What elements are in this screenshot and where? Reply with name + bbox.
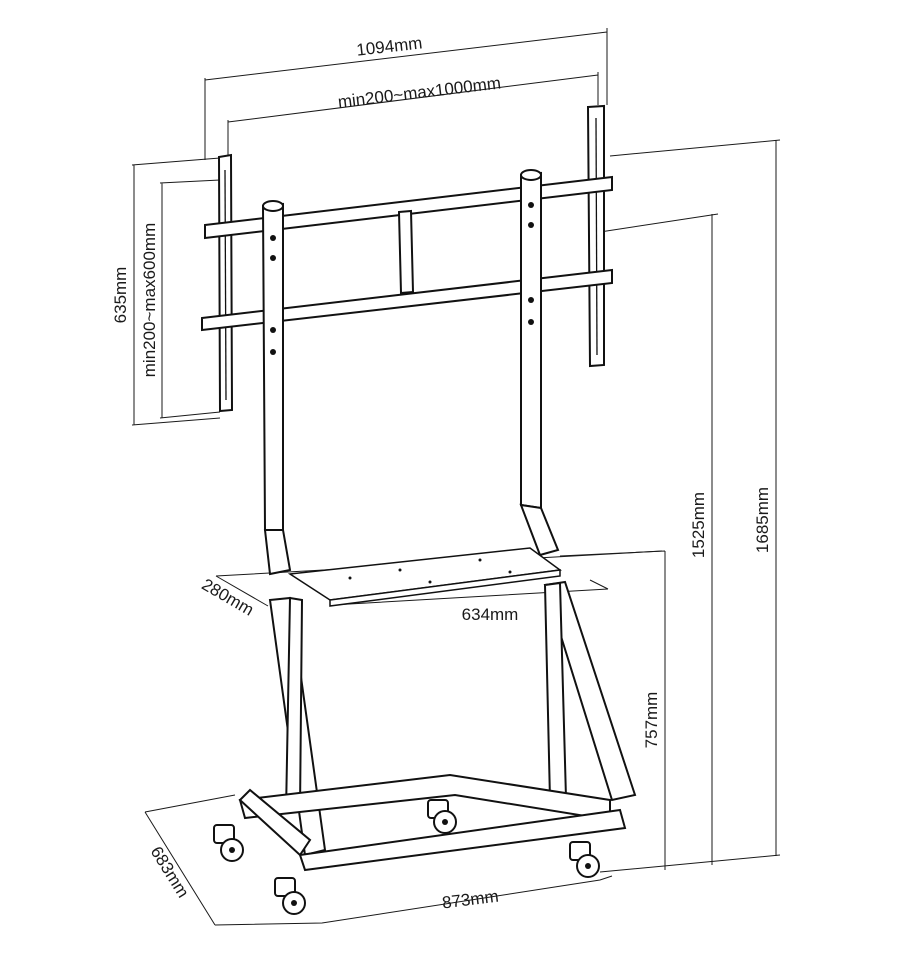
caster-wheel-right [569,841,600,878]
vesa-horizontal-label: min200~max1000mm [337,73,502,111]
caster-wheel-front-left [274,877,306,915]
mount-height-label: 1525mm [689,492,708,558]
base-width-label: 873mm [441,887,500,913]
shelf-width-label: 634mm [462,605,519,624]
shelf-depth-label: 280mm [198,575,257,620]
max-height-label: 1685mm [753,487,772,553]
shelf-height-label: 757mm [642,692,661,749]
vesa-vertical-label: min200~max600mm [140,223,159,378]
bracket-height-label: 635mm [111,267,130,324]
dimension-lines [131,28,781,926]
caster-wheel-left [213,824,244,862]
upright-posts [261,169,560,576]
vesa-brackets [201,104,613,413]
shelf [287,547,562,607]
overall-width-label: 1094mm [355,33,423,59]
base-frame [238,773,627,872]
casters [213,799,600,915]
caster-wheel-rear [427,799,457,834]
